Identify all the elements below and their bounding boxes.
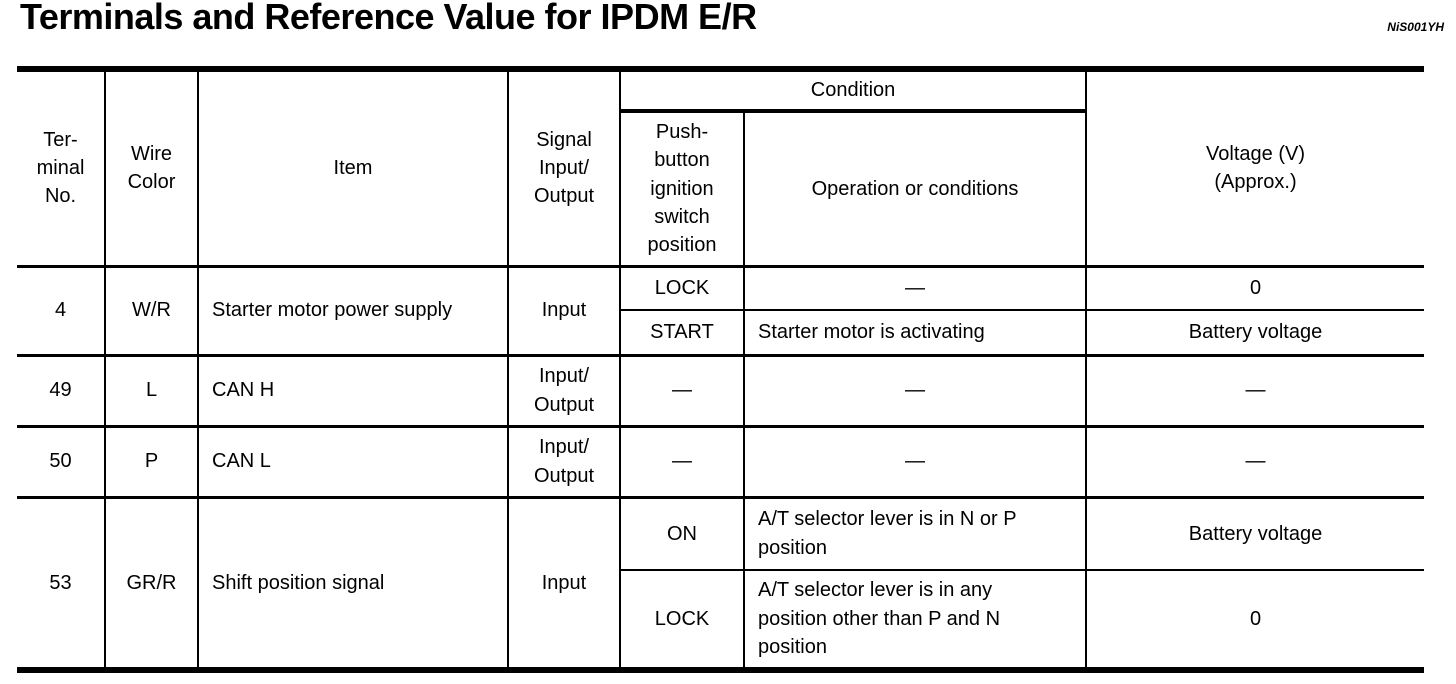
cell-wire-color: P — [104, 425, 199, 499]
cell-operation: A/T selector lever is in N or P position — [742, 496, 1088, 571]
cell-wire-color: L — [104, 354, 199, 428]
cell-ignition: — — [619, 354, 745, 428]
cell-operation: Starter motor is activating — [742, 309, 1088, 357]
cell-signal: Input/ Output — [507, 425, 621, 499]
col-header-wire-color: Wire Color — [104, 68, 199, 268]
cell-item: CAN L — [197, 425, 509, 499]
cell-voltage: Battery voltage — [1085, 496, 1425, 571]
figure-code: NiS001YH — [1387, 20, 1444, 34]
cell-item: Shift position signal — [197, 496, 509, 671]
cell-ignition: START — [619, 309, 745, 357]
cell-operation: — — [742, 265, 1088, 311]
cell-ignition: LOCK — [619, 569, 745, 671]
table-row: 4 W/R Starter motor power supply Input L… — [17, 265, 1425, 357]
cell-operation: A/T selector lever is in any position ot… — [742, 569, 1088, 671]
cell-terminal: 50 — [17, 425, 106, 499]
cell-voltage: 0 — [1085, 569, 1425, 671]
cell-voltage: Battery voltage — [1085, 309, 1425, 357]
col-header-operation: Operation or conditions — [742, 110, 1087, 268]
cell-signal: Input — [507, 265, 621, 357]
table-row: 53 GR/R Shift position signal Input ON A… — [17, 496, 1425, 671]
cell-terminal: 4 — [17, 265, 106, 357]
col-header-terminal: Ter- minal No. — [17, 68, 106, 268]
terminals-reference-table: Ter- minal No. Wire Color Item Signal In… — [17, 66, 1425, 673]
table-row: 49 L CAN H Input/ Output — — — — [17, 354, 1425, 428]
cell-signal: Input — [507, 496, 621, 671]
cell-item: CAN H — [197, 354, 509, 428]
table-row: START Starter motor is activating Batter… — [17, 309, 1425, 357]
page-title: Terminals and Reference Value for IPDM E… — [20, 0, 757, 37]
cell-ignition: ON — [619, 496, 745, 571]
col-header-condition: Condition — [618, 68, 1088, 113]
cell-voltage: — — [1085, 425, 1425, 499]
cell-item: Starter motor power supply — [197, 265, 509, 357]
cell-terminal: 53 — [17, 496, 106, 671]
cell-signal: Input/ Output — [507, 354, 621, 428]
table-row: LOCK A/T selector lever is in any positi… — [17, 569, 1425, 671]
cell-ignition: — — [619, 425, 745, 499]
cell-terminal: 49 — [17, 354, 106, 428]
cell-voltage: 0 — [1085, 265, 1425, 311]
col-header-signal: Signal Input/ Output — [507, 68, 621, 268]
cell-voltage: — — [1085, 354, 1425, 428]
col-header-ignition-position: Push- button ignition switch position — [620, 110, 745, 268]
header-row-1: Ter- minal No. Wire Color Item Signal In… — [17, 68, 1425, 268]
cell-operation: — — [742, 354, 1088, 428]
col-header-item: Item — [197, 68, 509, 268]
cell-wire-color: GR/R — [104, 496, 199, 671]
header-row-2: Push- button ignition switch position Op… — [17, 110, 1424, 268]
table-row: 50 P CAN L Input/ Output — — — — [17, 425, 1425, 499]
col-header-voltage: Voltage (V) (Approx.) — [1085, 68, 1425, 268]
cell-ignition: LOCK — [619, 265, 745, 311]
cell-wire-color: W/R — [104, 265, 199, 357]
cell-operation: — — [742, 425, 1088, 499]
